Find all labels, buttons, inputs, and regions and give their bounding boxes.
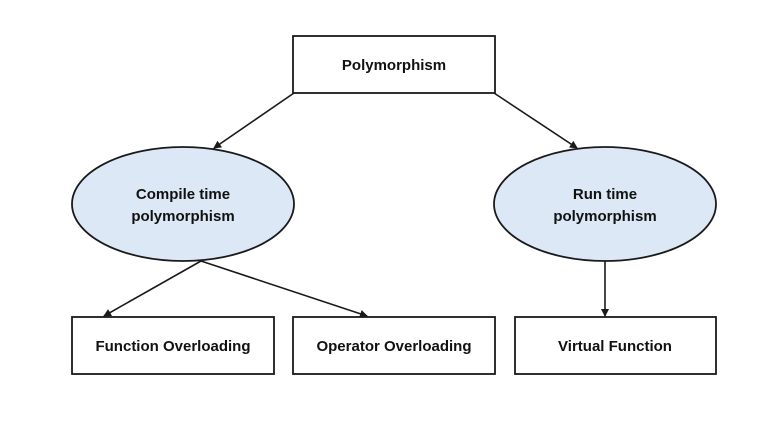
node-run-time-polymorphism: Run time polymorphism — [493, 146, 717, 262]
node-polymorphism-label: Polymorphism — [342, 57, 446, 74]
node-function-overloading: Function Overloading — [71, 316, 275, 375]
edge-root-to-compile-time — [213, 92, 295, 149]
node-compile-time-label-line2: polymorphism — [131, 208, 234, 225]
node-compile-time-label-line1: Compile time — [136, 186, 230, 203]
node-polymorphism: Polymorphism — [292, 35, 496, 94]
node-function-overloading-label: Function Overloading — [95, 338, 250, 355]
edge-compile-time-to-function-overloading — [103, 260, 202, 317]
node-compile-time-polymorphism: Compile time polymorphism — [71, 146, 295, 262]
node-operator-overloading: Operator Overloading — [292, 316, 496, 375]
node-virtual-function: Virtual Function — [514, 316, 717, 375]
edge-compile-time-to-operator-overloading — [200, 260, 368, 318]
node-run-time-label-line1: Run time — [573, 186, 637, 203]
edge-root-to-run-time — [493, 92, 578, 149]
node-run-time-label-line2: polymorphism — [553, 208, 656, 225]
node-virtual-function-label: Virtual Function — [558, 338, 672, 355]
node-operator-overloading-label: Operator Overloading — [316, 338, 471, 355]
